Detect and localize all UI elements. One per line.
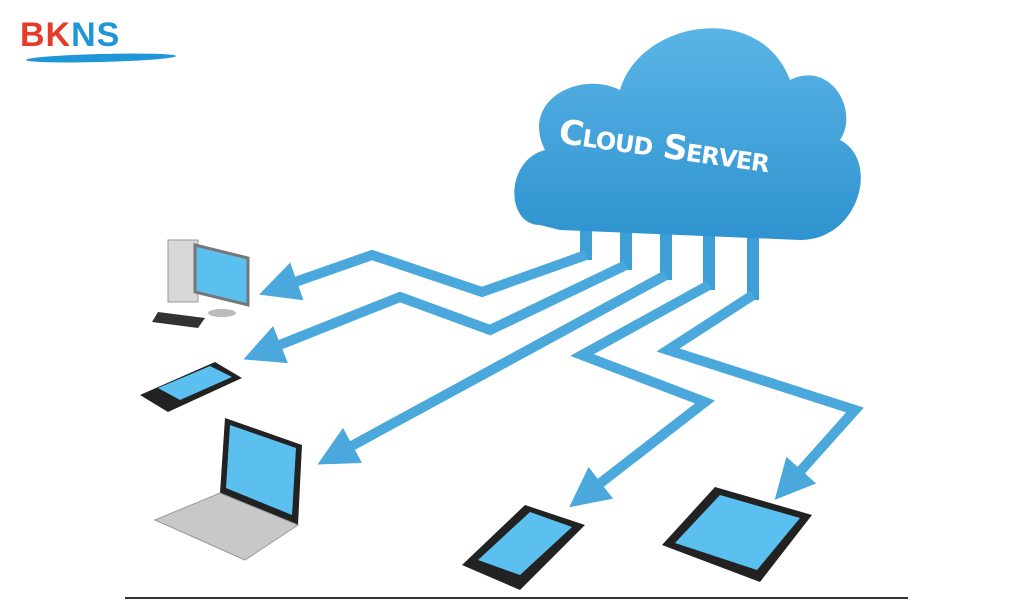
- arrow-to-laptop: [317, 270, 669, 465]
- logo-text-ns: NS: [71, 16, 121, 54]
- desktop-computer-icon: [152, 239, 250, 328]
- laptop-icon: [153, 418, 302, 561]
- logo-text-bk: BK: [20, 16, 72, 54]
- smartphone-2-icon: [462, 505, 585, 590]
- smartphone-icon: [140, 362, 242, 412]
- tablet-icon: [662, 487, 812, 582]
- arrow-to-phone-2: [569, 280, 716, 508]
- bottom-divider: [125, 597, 908, 599]
- arrow-to-desktop: [259, 249, 588, 301]
- arrow-to-phone: [243, 260, 629, 364]
- bkns-logo: BKNS: [20, 14, 180, 66]
- arrow-to-tablet: [656, 290, 864, 500]
- cloud-shape: [514, 28, 861, 240]
